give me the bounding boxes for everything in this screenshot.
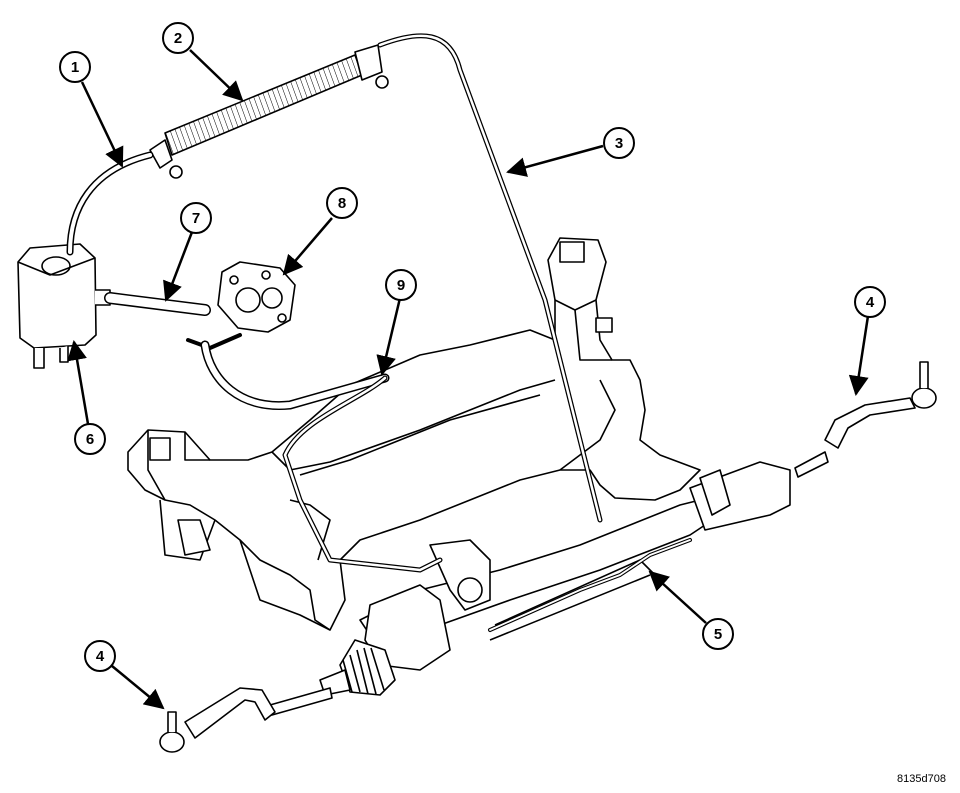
callout-8: 8 [326, 187, 358, 219]
hoses-and-lines [66, 33, 692, 632]
callout-6: 6 [74, 423, 106, 455]
callout-3: 3 [603, 127, 635, 159]
callout-9-label: 9 [397, 277, 405, 294]
right-tie-rod [794, 361, 937, 478]
front-crossmember [127, 237, 701, 631]
leader-4a [111, 665, 165, 710]
callout-8-label: 8 [338, 195, 346, 212]
callout-4-left: 4 [84, 640, 116, 672]
callout-5: 5 [702, 618, 734, 650]
callout-2-label: 2 [174, 30, 182, 47]
figure-id: 8135d708 [897, 773, 946, 785]
callout-7: 7 [180, 202, 212, 234]
callout-1: 1 [59, 51, 91, 83]
callout-6-label: 6 [86, 431, 94, 448]
leader-2 [189, 49, 244, 102]
callout-3-label: 3 [615, 135, 623, 152]
leader-5 [648, 570, 707, 624]
leader-6 [67, 340, 90, 425]
steering-gear [319, 461, 791, 696]
power-steering-reservoir [17, 243, 111, 369]
power-steering-pump [217, 261, 296, 333]
callout-4-left-label: 4 [96, 648, 105, 665]
leader-8 [282, 217, 333, 276]
callout-9: 9 [385, 269, 417, 301]
callout-2: 2 [162, 22, 194, 54]
leader-4b [848, 315, 870, 396]
left-tie-rod [159, 687, 333, 753]
callout-4-right: 4 [854, 286, 886, 318]
leader-3 [506, 144, 604, 177]
power-steering-cooler [149, 44, 389, 179]
callout-4-right-label: 4 [866, 294, 875, 311]
callout-leaders [67, 49, 870, 710]
leader-1 [80, 81, 124, 168]
callout-5-label: 5 [714, 626, 722, 643]
callout-1-label: 1 [71, 59, 79, 76]
leader-7 [163, 231, 194, 302]
callout-7-label: 7 [192, 210, 200, 227]
leader-9 [376, 297, 402, 376]
